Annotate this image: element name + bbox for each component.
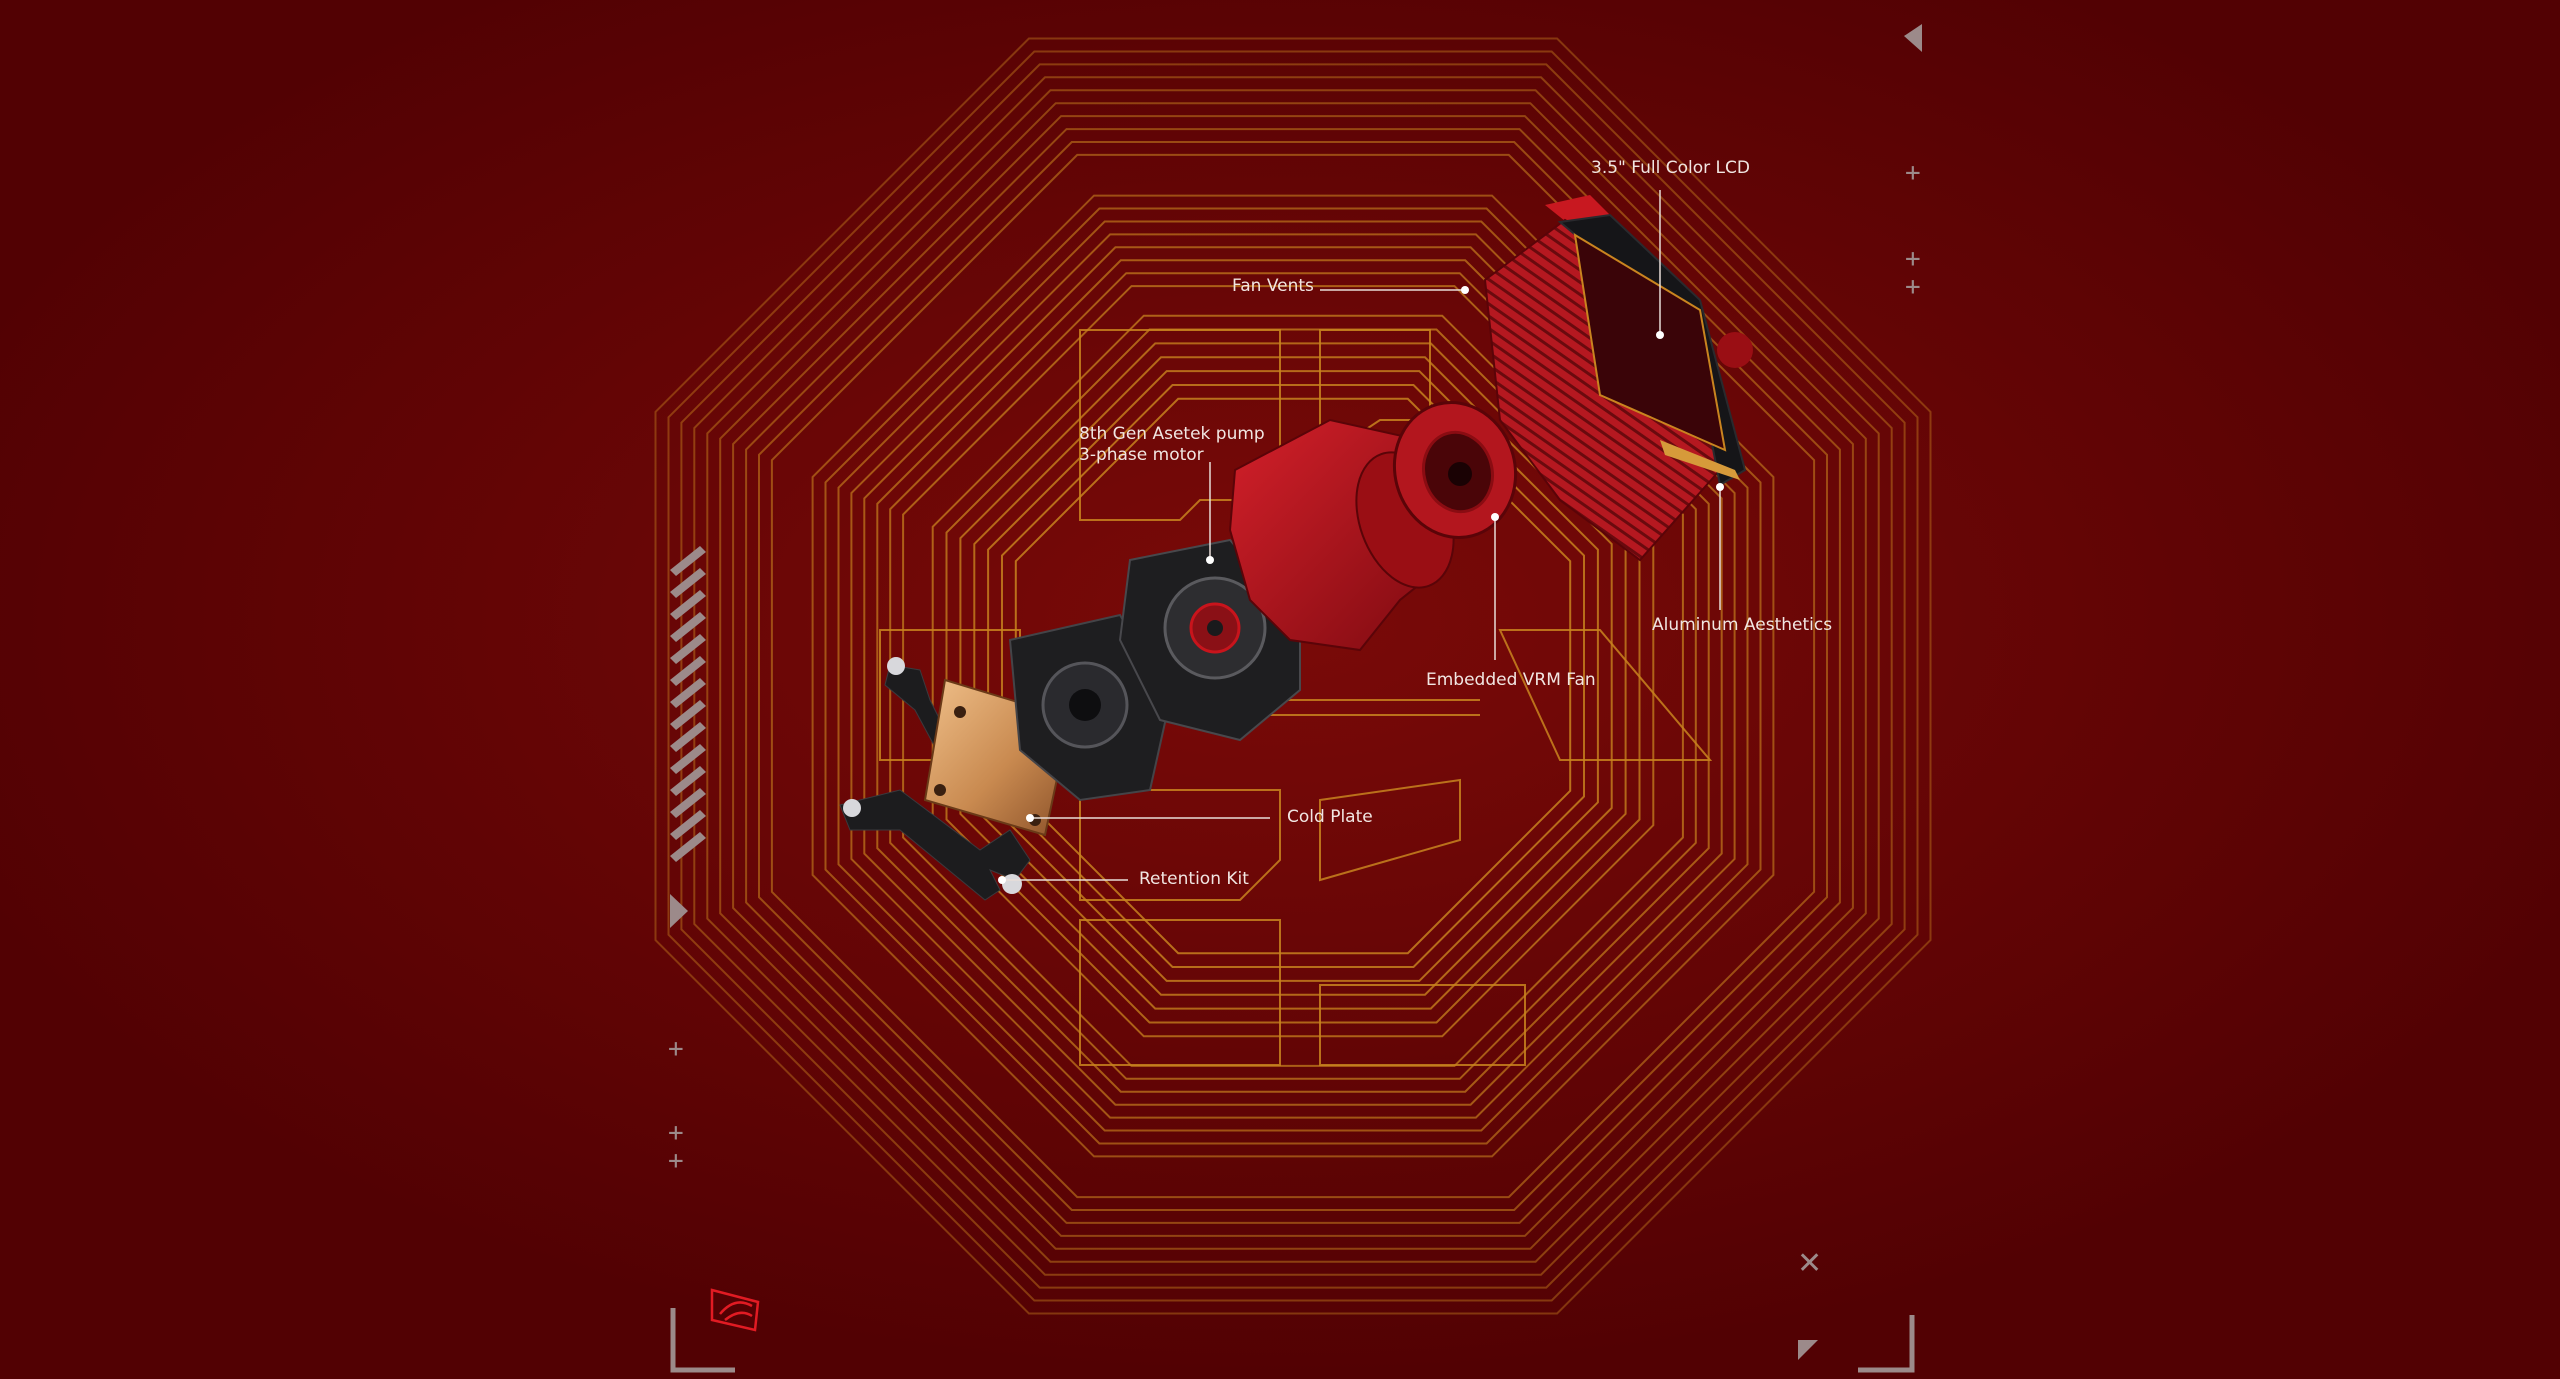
callout-dots	[998, 286, 1724, 884]
close-icon[interactable]: ✕	[1797, 1246, 1823, 1281]
hatch-stripe	[670, 590, 706, 620]
hatch-stripe	[670, 546, 706, 576]
callout-retention: Retention Kit	[1139, 869, 1249, 889]
hatch-stripe	[670, 832, 706, 862]
triangle-left-icon[interactable]	[1904, 24, 1922, 52]
callout-vrm-fan: Embedded VRM Fan	[1426, 670, 1596, 690]
plus-icon: +	[668, 1034, 684, 1064]
hatch-stripe	[670, 568, 706, 598]
vrm-fan	[1392, 401, 1518, 539]
plus-icon: +	[1905, 244, 1921, 274]
corner-bracket-icon-right	[1858, 1315, 1915, 1373]
corner-triangle-icon	[1798, 1340, 1818, 1360]
circuit-ring	[1014, 397, 1572, 955]
callout-fan-vents: Fan Vents	[1232, 276, 1314, 296]
hatch-stripe	[670, 678, 706, 708]
hatch-stripe	[670, 788, 706, 818]
hatch-stripe	[670, 810, 706, 840]
hatch-stripe	[670, 612, 706, 642]
callout-lcd: 3.5" Full Color LCD	[1591, 158, 1750, 178]
plus-icon: +	[1905, 272, 1921, 302]
hatch-stripe	[670, 766, 706, 796]
lcd-block	[1483, 195, 1753, 562]
circuit-ring	[987, 370, 1599, 982]
callout-aluminum: Aluminum Aesthetics	[1652, 615, 1833, 635]
hatch-stripe	[670, 700, 706, 730]
callout-cold-plate: Cold Plate	[1287, 807, 1373, 827]
circuit-ring	[667, 50, 1919, 1302]
circuit-ring	[719, 102, 1867, 1250]
circuit-ring	[680, 63, 1906, 1289]
circuit-ring	[706, 89, 1880, 1263]
corner-bracket-icon-left	[670, 1308, 735, 1373]
circuit-ring	[693, 76, 1893, 1276]
callout-pump-line1: 8th Gen Asetek pump	[1079, 424, 1265, 444]
plus-icon: +	[668, 1146, 684, 1176]
circuit-ring	[654, 37, 1932, 1315]
callout-pump-line2: 3-phase motor	[1079, 445, 1204, 465]
hatch-stripe	[670, 656, 706, 686]
callout-pump: 8th Gen Asetek pump 3-phase motor	[1079, 424, 1265, 466]
hatch-stripe	[670, 634, 706, 664]
rog-eye-logo-icon	[710, 1288, 760, 1332]
circuit-ring	[1001, 384, 1585, 968]
plus-icon: +	[668, 1118, 684, 1148]
triangle-right-icon[interactable]	[670, 894, 688, 928]
hatch-stripe	[670, 744, 706, 774]
plus-icon: +	[1905, 158, 1921, 188]
hatch-decoration	[670, 546, 706, 862]
hatch-stripe	[670, 722, 706, 752]
callout-lines	[1002, 190, 1721, 881]
